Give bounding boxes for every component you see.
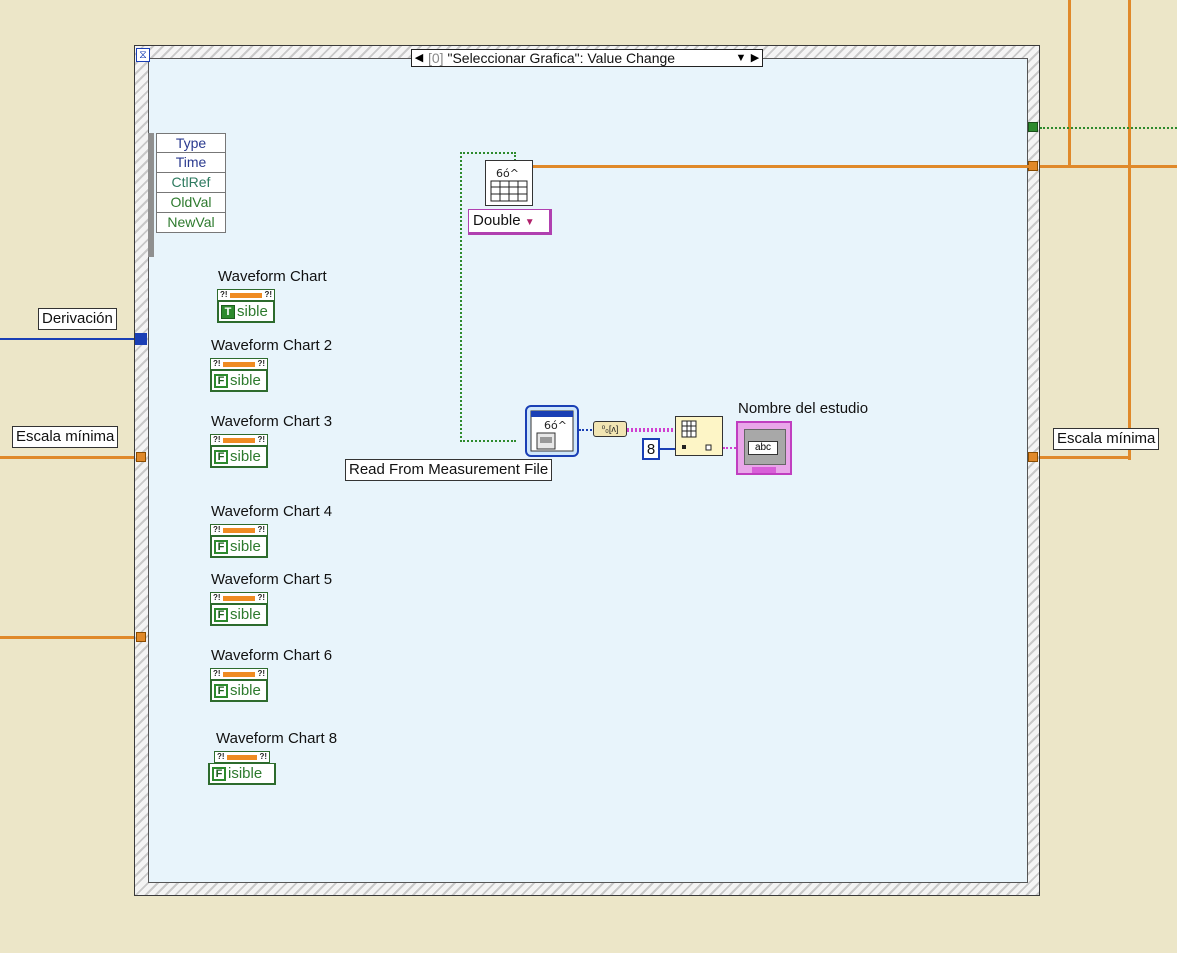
case-selector-label: [0] "Seleccionar Grafica": Value Change <box>428 50 676 66</box>
wire-config-loop-right <box>514 152 518 164</box>
boolean-constant[interactable]: F <box>214 539 228 554</box>
boolean-constant[interactable]: F <box>214 373 228 388</box>
indicator-label: Nombre del estudio <box>738 400 869 417</box>
dropdown-icon: ▼ <box>524 217 535 228</box>
wire-config-loop <box>460 152 516 442</box>
tunnel-derivacion[interactable] <box>135 333 147 345</box>
escala-minima-right-label[interactable]: Escala mínima <box>1053 428 1160 450</box>
wire-string <box>723 447 739 451</box>
event-structure-diagram[interactable] <box>148 58 1028 883</box>
property-node-label: Waveform Chart 3 <box>211 413 333 430</box>
tunnel-escala-left[interactable] <box>136 452 146 462</box>
tunnel-boolean-right[interactable] <box>1028 122 1038 132</box>
boolean-constant[interactable]: T <box>221 304 235 319</box>
wire-escala-right <box>1040 456 1130 459</box>
event-data-ctlref[interactable]: CtlRef <box>156 173 226 193</box>
tunnel-escala-right[interactable] <box>1028 452 1038 462</box>
property-node-label: Waveform Chart 8 <box>216 730 338 747</box>
string-indicator[interactable]: abc <box>736 421 792 475</box>
property-node-label: Waveform Chart 6 <box>211 647 333 664</box>
prev-case-icon[interactable]: ◀ <box>414 52 424 64</box>
wire-out-right <box>1040 165 1177 168</box>
indicator-display: abc <box>748 441 778 455</box>
wire-spreadsheet-output <box>533 165 1030 168</box>
property-node-label: Waveform Chart 2 <box>211 337 333 354</box>
wire-left-lower <box>0 636 136 639</box>
wire-top-right-1 <box>1068 0 1071 168</box>
tunnel-left-lower[interactable] <box>136 632 146 642</box>
wire-dynamic-data <box>579 429 595 433</box>
event-data-time[interactable]: Time <box>156 153 226 173</box>
wire-top-right-2 <box>1128 0 1131 460</box>
event-data-type[interactable]: Type <box>156 133 226 153</box>
event-data-newval[interactable]: NewVal <box>156 213 226 233</box>
numeric-constant[interactable]: 8 <box>642 438 660 460</box>
boolean-constant[interactable]: F <box>212 766 226 781</box>
next-case-icon[interactable]: ▶ <box>750 52 760 64</box>
boolean-constant[interactable]: F <box>214 607 228 622</box>
boolean-constant[interactable]: F <box>214 449 228 464</box>
hourglass-icon: ⧖ <box>136 48 150 62</box>
boolean-constant[interactable]: F <box>214 683 228 698</box>
escala-minima-left-label[interactable]: Escala mínima <box>12 426 119 448</box>
case-dropdown-icon[interactable]: ▼ <box>735 52 747 64</box>
svg-text:6ó^: 6ó^ <box>496 167 519 180</box>
read-measurement-file-vi[interactable]: 6ó^ <box>525 405 579 457</box>
index-array-node[interactable] <box>675 416 723 456</box>
property-node-label: Waveform Chart <box>218 268 327 285</box>
measurement-file-icon: 6ó^ <box>530 410 574 452</box>
convert-dynamic-data-icon[interactable]: ⁰₀[ᴧ] <box>593 421 627 437</box>
event-data-oldval[interactable]: OldVal <box>156 193 226 213</box>
wire-derivacion <box>0 338 136 340</box>
event-case-selector[interactable]: ◀ [0] "Seleccionar Grafica": Value Chang… <box>411 49 763 67</box>
derivacion-label[interactable]: Derivación <box>38 308 117 330</box>
property-node-label: Waveform Chart 5 <box>211 571 333 588</box>
wire-constant <box>660 448 676 450</box>
event-data-node[interactable]: Type Time CtlRef OldVal NewVal <box>148 133 228 233</box>
wire-escala-left <box>0 456 136 459</box>
property-node-label: Waveform Chart 4 <box>211 503 333 520</box>
svg-text:6ó^: 6ó^ <box>544 419 567 432</box>
wire-boolean-dotted <box>1040 127 1177 129</box>
index-array-icon <box>681 420 712 451</box>
spreadsheet-file-icon[interactable]: 6ó^ <box>485 160 533 206</box>
event-data-node-handle[interactable] <box>148 133 154 257</box>
wire-string-array <box>627 428 677 432</box>
express-vi-label: Read From Measurement File <box>345 459 553 481</box>
type-selector[interactable]: Double ▼ <box>468 209 552 235</box>
